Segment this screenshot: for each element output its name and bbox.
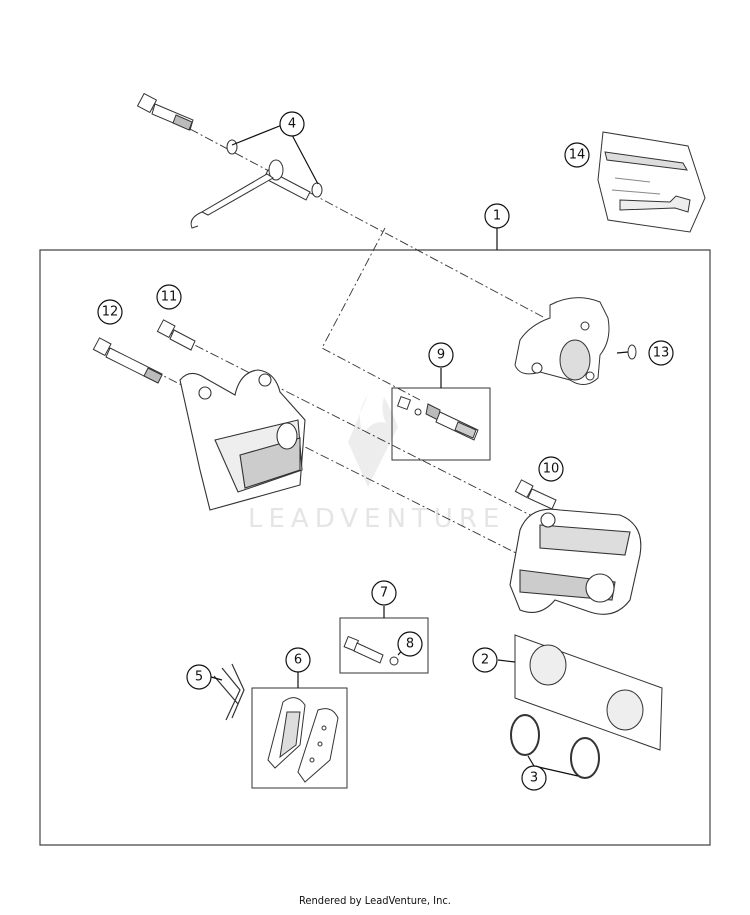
bolt-11 xyxy=(156,319,196,351)
callout-10: 10 xyxy=(538,456,564,482)
grease-kit-package xyxy=(597,131,706,233)
svg-text:7: 7 xyxy=(380,586,388,601)
svg-text:4: 4 xyxy=(288,117,296,132)
callout-2: 2 xyxy=(472,647,498,673)
svg-text:6: 6 xyxy=(294,653,302,668)
svg-text:2: 2 xyxy=(481,653,489,668)
bolt-10 xyxy=(514,479,557,510)
piston-kit xyxy=(514,634,663,751)
footer-credit: Rendered by LeadVenture, Inc. xyxy=(299,894,451,907)
brake-caliper xyxy=(509,508,642,615)
o-ring-13 xyxy=(627,344,637,360)
callout-11: 11 xyxy=(156,284,182,310)
seal-ring-left xyxy=(510,714,540,756)
pad-spring xyxy=(213,663,245,721)
svg-text:12: 12 xyxy=(102,305,119,320)
callout-9: 9 xyxy=(428,342,454,368)
svg-text:10: 10 xyxy=(543,462,560,477)
callouts: 1 2 3 4 5 6 7 8 9 10 11 12 13 14 xyxy=(97,111,674,791)
caliper-bracket xyxy=(179,369,306,511)
assembly-frame xyxy=(39,249,711,846)
washer-upper xyxy=(226,139,238,155)
guide-pin-kit xyxy=(391,387,491,461)
svg-text:9: 9 xyxy=(437,348,445,363)
callout-7: 7 xyxy=(371,580,397,606)
callout-3: 3 xyxy=(521,765,547,791)
caliper-upper-part xyxy=(514,297,610,385)
callout-1: 1 xyxy=(484,203,510,229)
svg-text:14: 14 xyxy=(569,148,586,163)
watermark: LEADVENTURE xyxy=(248,395,505,534)
watermark-text: LEADVENTURE xyxy=(248,504,505,534)
svg-text:8: 8 xyxy=(406,637,414,652)
svg-text:3: 3 xyxy=(530,771,538,786)
callout-13: 13 xyxy=(648,340,674,366)
washer-lower xyxy=(311,182,323,198)
bolt-12 xyxy=(92,337,163,384)
leader-lines xyxy=(210,124,629,777)
bushing-rod xyxy=(190,159,311,229)
callout-5: 5 xyxy=(186,664,212,690)
top-bolt xyxy=(136,92,194,131)
svg-text:1: 1 xyxy=(493,209,501,224)
brake-pad-kit xyxy=(251,687,348,789)
seal-ring-right xyxy=(570,737,600,779)
callout-8: 8 xyxy=(397,631,423,657)
callout-4: 4 xyxy=(279,111,305,137)
callout-12: 12 xyxy=(97,299,123,325)
callout-14: 14 xyxy=(564,142,590,168)
callout-6: 6 xyxy=(285,647,311,673)
svg-text:5: 5 xyxy=(195,670,203,685)
svg-text:13: 13 xyxy=(653,346,670,361)
svg-text:11: 11 xyxy=(161,290,178,305)
axis-lines xyxy=(107,104,546,561)
guide-pin-7-kit xyxy=(339,617,429,674)
